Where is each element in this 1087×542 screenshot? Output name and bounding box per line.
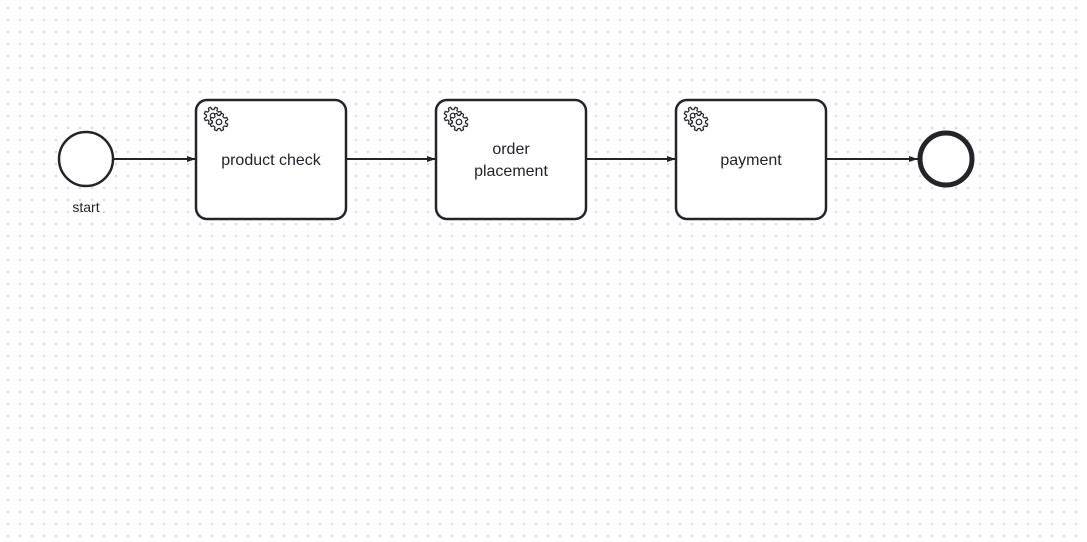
task-box xyxy=(194,98,348,221)
start-event-circle xyxy=(57,130,115,188)
task-label-line-1: order xyxy=(492,141,530,158)
start-event[interactable]: start xyxy=(57,130,115,215)
gear-icon xyxy=(203,106,229,132)
task-payment[interactable]: payment xyxy=(674,98,828,221)
gear-front-hole xyxy=(695,118,703,126)
task-label: product check xyxy=(221,152,322,169)
gear-front-hole xyxy=(455,118,463,126)
task-label: payment xyxy=(720,152,782,169)
task-box xyxy=(434,98,588,221)
gear-icon xyxy=(683,106,709,132)
gear-icon xyxy=(443,106,469,132)
end-event[interactable] xyxy=(917,130,975,188)
task-order-placement[interactable]: order placement xyxy=(434,98,588,221)
task-label-line-2: placement xyxy=(474,163,548,180)
task-box xyxy=(674,98,828,221)
gear-front-hole xyxy=(215,118,223,126)
end-event-circle xyxy=(917,130,975,188)
start-event-label: start xyxy=(72,199,99,215)
task-product-check[interactable]: product check xyxy=(194,98,348,221)
